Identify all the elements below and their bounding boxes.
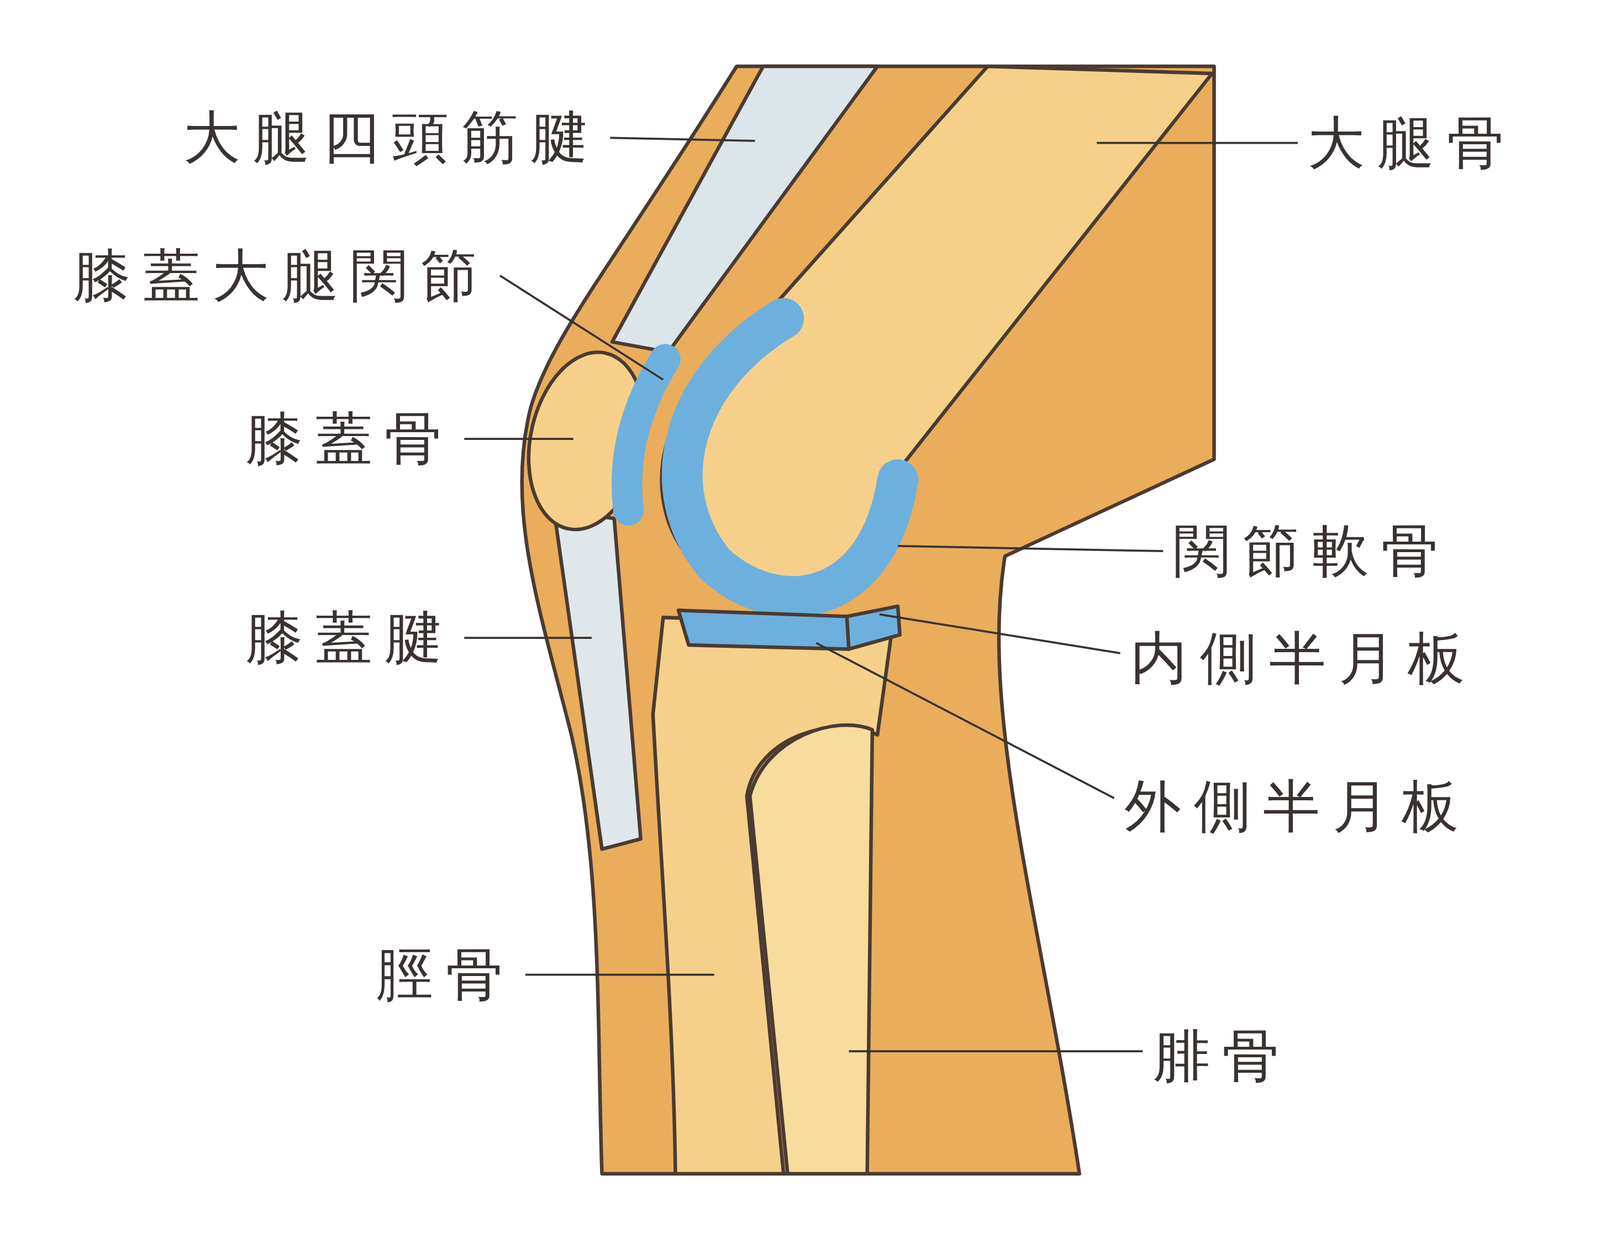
part-label: 腓骨	[1153, 1027, 1292, 1085]
part-label: 外側半月板	[1124, 777, 1472, 835]
part-label: 脛骨	[376, 945, 515, 1003]
patellar-cartilage	[627, 359, 666, 510]
fibula	[749, 724, 873, 1174]
leader-line	[816, 642, 1114, 798]
tibia	[653, 617, 893, 1173]
leader-line	[525, 973, 715, 976]
articular-cartilage	[682, 318, 898, 597]
part-label: 膝蓋腱	[245, 608, 455, 666]
leader-line	[464, 636, 592, 639]
femur	[661, 66, 1213, 600]
part-label: 大腿骨	[1307, 114, 1517, 172]
leader-line	[464, 437, 574, 440]
leg-silhouette	[522, 66, 1215, 1174]
part-label: 関節軟骨	[1173, 522, 1451, 580]
leader-line	[897, 545, 1163, 551]
patellar-tendon	[554, 509, 641, 849]
leader-line	[879, 614, 1121, 654]
leader-line	[609, 137, 755, 141]
part-label: 膝蓋骨	[245, 409, 455, 467]
leader-line	[500, 275, 663, 380]
leader-line	[1096, 141, 1298, 145]
meniscus	[678, 606, 900, 650]
leader-lines	[464, 137, 1298, 1051]
meniscus-line	[846, 616, 850, 649]
part-label: 大腿四頭筋腱	[183, 109, 600, 167]
part-label: 内側半月板	[1130, 629, 1478, 687]
part-label: 膝蓋大腿関節	[73, 246, 490, 304]
leader-line	[848, 1049, 1143, 1052]
